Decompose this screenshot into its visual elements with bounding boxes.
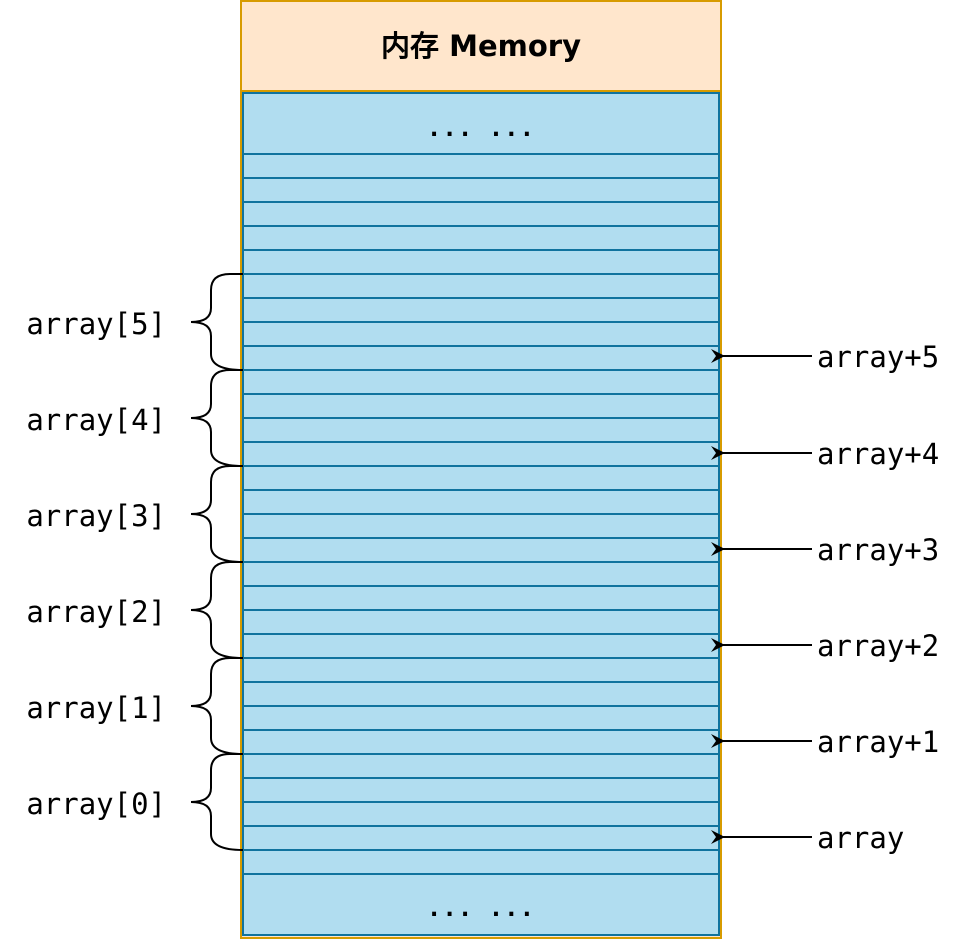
brace bbox=[190, 369, 244, 467]
memory-cell bbox=[242, 681, 720, 707]
bottom-ellipsis: ... ... bbox=[427, 894, 535, 922]
memory-cell bbox=[242, 201, 720, 227]
element-label: array[0] bbox=[26, 787, 166, 821]
element-label: array[2] bbox=[26, 595, 166, 629]
brace bbox=[190, 657, 244, 755]
memory-cell bbox=[242, 849, 720, 875]
memory-cell bbox=[242, 465, 720, 491]
pointer-group: array+1 bbox=[711, 725, 939, 759]
memory-cell bbox=[242, 297, 720, 323]
memory-cell bbox=[242, 825, 720, 851]
element-label: array[5] bbox=[26, 307, 166, 341]
memory-cell bbox=[242, 417, 720, 443]
memory-cell bbox=[242, 561, 720, 587]
element-label: array[4] bbox=[26, 403, 166, 437]
pointer-label: array+4 bbox=[817, 437, 939, 471]
memory-cell bbox=[242, 249, 720, 275]
element-group: array[3] bbox=[26, 465, 244, 563]
memory-cell bbox=[242, 753, 720, 779]
memory-cell bbox=[242, 225, 720, 251]
memory-cell bbox=[242, 705, 720, 731]
memory-title: 内存 Memory bbox=[381, 29, 581, 63]
memory-cell bbox=[242, 489, 720, 515]
pointer-group: array bbox=[711, 821, 904, 855]
element-group: array[0] bbox=[26, 753, 244, 851]
memory-cell bbox=[242, 441, 720, 467]
memory-cell bbox=[242, 585, 720, 611]
memory-cell bbox=[242, 513, 720, 539]
element-label: array[3] bbox=[26, 499, 166, 533]
memory-cell bbox=[242, 609, 720, 635]
pointer-group: array+3 bbox=[711, 533, 939, 567]
pointer-label: array+1 bbox=[817, 725, 939, 759]
pointer-group: array+4 bbox=[711, 437, 939, 471]
memory-cell bbox=[242, 801, 720, 827]
memory-cell bbox=[242, 273, 720, 299]
brace bbox=[190, 753, 244, 851]
memory-cell bbox=[242, 153, 720, 179]
memory-cell bbox=[242, 729, 720, 755]
memory-cell bbox=[242, 633, 720, 659]
brace bbox=[190, 561, 244, 659]
pointer-label: array+3 bbox=[817, 533, 939, 567]
memory-top-block bbox=[242, 92, 720, 155]
brace bbox=[190, 273, 244, 371]
memory-cell bbox=[242, 393, 720, 419]
pointer-group: array+2 bbox=[711, 629, 939, 663]
brace bbox=[190, 465, 244, 563]
top-ellipsis: ... ... bbox=[427, 114, 535, 142]
memory-header bbox=[240, 0, 722, 92]
memory-cell bbox=[242, 777, 720, 803]
element-group: array[5] bbox=[26, 273, 244, 371]
pointer-group: array+5 bbox=[711, 340, 939, 374]
memory-cells bbox=[242, 92, 720, 936]
element-label: array[1] bbox=[26, 691, 166, 725]
element-group: array[1] bbox=[26, 657, 244, 755]
element-group: array[2] bbox=[26, 561, 244, 659]
memory-cell bbox=[242, 321, 720, 347]
element-group: array[4] bbox=[26, 369, 244, 467]
memory-cell bbox=[242, 345, 720, 371]
pointer-label: array bbox=[817, 821, 904, 855]
memory-cell bbox=[242, 177, 720, 203]
pointer-label: array+2 bbox=[817, 629, 939, 663]
memory-cell bbox=[242, 369, 720, 395]
pointer-label: array+5 bbox=[817, 340, 939, 374]
memory-cell bbox=[242, 657, 720, 683]
memory-cell bbox=[242, 537, 720, 563]
memory-bottom-block bbox=[242, 873, 720, 936]
